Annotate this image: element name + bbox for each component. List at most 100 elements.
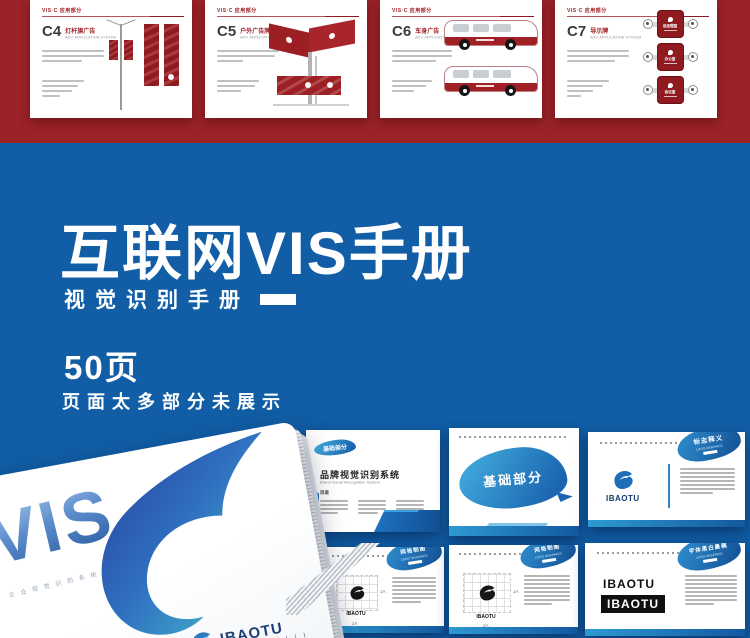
page-footer-band (588, 520, 745, 527)
page-footer-band (449, 627, 578, 634)
dash-icon (260, 293, 296, 305)
dimension-label: 1A (380, 589, 386, 594)
bird-logo-icon (192, 632, 213, 638)
page-title: 导示牌 (590, 29, 609, 35)
hero-note: 页面太多部分未展示 (62, 392, 287, 412)
brand-logo-block: IBAOTU (606, 468, 640, 503)
bird-logo-icon (667, 50, 673, 55)
page-code: C4 (42, 23, 62, 40)
swoosh-logo-shape (101, 431, 262, 635)
page-title: 灯杆旗广告 (65, 29, 96, 35)
page-heading: C5 户外广告牌 ADV. APPLICATION SYSTEM (217, 24, 300, 40)
dimension-label: 2A (352, 621, 358, 626)
section-tag-blob: 网格制图 LOGO GRAPHICS (384, 547, 444, 574)
page-footer-band (322, 626, 444, 633)
sign-label: 会议室 (664, 89, 676, 94)
page-subtitle: ADV. APPLICATION SYSTEM (590, 35, 642, 40)
description-text-lines (680, 468, 735, 496)
spec-text-lines (42, 80, 88, 100)
page-title: 户外广告牌 (240, 29, 271, 35)
body-text-lines (217, 50, 281, 65)
toc-label: 目录 (320, 490, 329, 495)
brand-name: IBAOTU (606, 494, 640, 503)
page-count: 50页 (64, 349, 140, 386)
van-top (444, 20, 538, 50)
dash-icon (542, 557, 557, 563)
running-head-label: VIS·C 应用部分 (42, 8, 82, 14)
running-head-label: VIS·C 应用部分 (217, 8, 257, 14)
page-subtitle: ADV. APPLICATION SYSTEM (415, 35, 467, 40)
page-running-head: VIS·C 应用部分 (567, 7, 709, 17)
preview-page-font: 字体黑白墨稿 LOGO GRAPHICS IBAOTU IBAOTU (585, 543, 745, 636)
dimension-label: 1A (513, 589, 519, 594)
book-cover: VIS 企业视觉识别系统 IBAOTU (0, 420, 337, 638)
hero-subtitle-row: 视觉识别手册 (64, 284, 296, 314)
divider-line (668, 464, 670, 508)
door-sign: 会议室 (635, 76, 705, 104)
bird-logo-icon (479, 585, 496, 601)
sign-label: 办公室 (664, 56, 676, 61)
page-code: C7 (567, 23, 587, 40)
billboard-illustration (263, 16, 363, 114)
running-head-label: VIS·C 应用部分 (392, 8, 432, 14)
section-tag-blob: 字体黑白墨稿 LOGO GRAPHICS (674, 543, 744, 574)
spec-text-lines (217, 80, 263, 95)
page-footer-band (585, 629, 745, 636)
spec-text-lines (392, 80, 438, 95)
vis-book-mockup: VIS 企业视觉识别系统 IBAOTU (0, 420, 350, 638)
section-tag-blob: 网格制图 LOGO GRAPHICS (518, 545, 578, 572)
brand-wordmark-negative: IBAOTU (601, 595, 665, 613)
body-text-lines (392, 50, 456, 65)
van-bottom (444, 66, 538, 96)
brand-name: IBAOTU (346, 611, 366, 617)
manual-page-c7: VIS·C 应用部分 C7 导示牌 ADV. APPLICATION SYSTE… (555, 0, 717, 118)
manual-page-c5: VIS·C 应用部分 C5 户外广告牌 ADV. APPLICATION SYS… (205, 0, 367, 118)
page-heading: C6 车身广告 ADV. APPLICATION SYSTEM (392, 24, 475, 40)
page-subtitle: ADV. APPLICATION SYSTEM (65, 35, 117, 40)
hero-subtitle: 视觉识别手册 (64, 289, 250, 312)
section-tag: 基础部分 (313, 437, 357, 458)
section-tag-blob: 标志释义 LOGO GRAPHICS (674, 432, 744, 465)
brand-wordmark-positive: IBAOTU (603, 577, 655, 591)
body-text-lines (42, 50, 106, 65)
manual-page-c4: VIS·C 应用部分 C4 灯杆旗广告 ADV. APPLICATION SYS… (30, 0, 192, 118)
page-heading: C7 导示牌 ADV. APPLICATION SYSTEM (567, 24, 650, 40)
door-sign: 总经理室 (635, 10, 705, 38)
page-running-head: VIS·C 应用部分 (42, 7, 184, 17)
logo-grid-box (336, 575, 378, 611)
page-footer-band (449, 526, 579, 536)
preview-page-logo-graphics: 标志释义 LOGO GRAPHICS IBAOTU (588, 432, 745, 527)
brand-name: IBAOTU (476, 614, 496, 620)
bird-logo-icon (667, 17, 673, 22)
door-sign: 办公室 (635, 43, 705, 71)
logo-grid-box (463, 573, 511, 613)
logo-dot (168, 74, 174, 80)
page-running-head: VIS·C 应用部分 (392, 7, 534, 17)
page-heading: C4 灯杆旗广告 ADV. APPLICATION SYSTEM (42, 24, 125, 40)
divider-blob: 基础部分 (456, 443, 570, 513)
bird-logo-icon (350, 586, 365, 600)
dimension-label: 2A (483, 623, 489, 628)
manual-page-c6: VIS·C 应用部分 C6 车身广告 ADV. APPLICATION SYST… (380, 0, 542, 118)
preview-page-contents: 基础部分 品牌视觉识别系统 Brand Visual Recognition S… (306, 430, 440, 532)
preview-page-divider: 基础部分 (449, 428, 579, 536)
contents-subtitle-en: Brand Visual Recognition System (320, 480, 381, 485)
description-text-lines (685, 575, 737, 607)
page-subtitle: ADV. APPLICATION SYSTEM (240, 35, 292, 40)
sign-label: 总经理室 (662, 23, 678, 28)
dash-icon (408, 559, 423, 565)
bird-logo-icon (614, 471, 633, 489)
body-text-lines (567, 50, 631, 65)
preview-page-grid-b: 网格制图 LOGO GRAPHICS IBAOTU 1A 2A (449, 545, 578, 634)
toc-columns (320, 500, 424, 516)
page-title: 车身广告 (415, 29, 440, 35)
description-text-lines (392, 577, 436, 605)
running-head-label: VIS·C 应用部分 (567, 8, 607, 14)
spec-text-lines (567, 80, 613, 100)
description-text-lines (524, 575, 570, 607)
dash-icon (703, 449, 718, 455)
contents-title: 品牌视觉识别系统 (320, 470, 401, 480)
dash-icon (703, 557, 718, 563)
cover-brand-block: IBAOTU (186, 615, 285, 638)
